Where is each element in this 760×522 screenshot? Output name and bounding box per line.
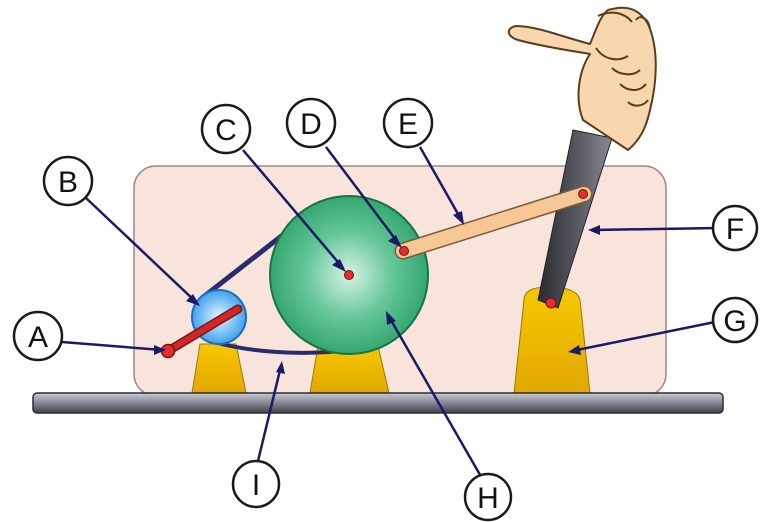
- label-g: G: [723, 305, 746, 338]
- callout-circle-g: [711, 296, 759, 344]
- callout-line-a: [61, 340, 163, 352]
- callout-line-d: [325, 146, 400, 245]
- belt-upper: [200, 232, 286, 300]
- callout-line-e: [418, 146, 464, 222]
- arrowhead-f: [588, 225, 600, 235]
- label-d: D: [300, 108, 322, 141]
- callout-line-f: [591, 226, 719, 232]
- callout-line-b: [85, 197, 197, 303]
- hand-illustration: [507, 6, 657, 151]
- label-c: C: [215, 114, 237, 147]
- callout-i: I: [231, 459, 281, 509]
- arrowhead-g: [568, 345, 581, 355]
- callout-d: D: [285, 97, 337, 149]
- label-i: I: [252, 469, 260, 502]
- label-f: F: [726, 213, 744, 246]
- callout-circle-a: [12, 310, 64, 362]
- callout-e: E: [382, 97, 434, 149]
- big-wheel-axle: [344, 270, 354, 280]
- callout-circle-d: [285, 97, 337, 149]
- callout-f: F: [711, 204, 759, 252]
- callout-line-i: [256, 365, 283, 462]
- callout-line-h: [386, 314, 485, 481]
- callout-b: B: [42, 155, 94, 207]
- callout-a: A: [12, 310, 64, 362]
- label-h: H: [477, 482, 499, 515]
- callout-h: H: [463, 472, 513, 522]
- callout-line-g: [571, 320, 716, 353]
- callout-circle-h: [463, 472, 513, 522]
- callout-lines: [61, 146, 719, 481]
- crank-handle-fill: [165, 306, 241, 354]
- callout-c: C: [200, 103, 252, 155]
- callout-line-c: [242, 149, 344, 269]
- label-e: E: [398, 108, 418, 141]
- rod-lever-pin: [578, 189, 588, 199]
- small-wheel-support: [191, 343, 247, 394]
- arrowhead-c: [332, 259, 346, 272]
- arrowhead-h: [386, 311, 396, 325]
- lever: [537, 129, 613, 309]
- arrowhead-e: [453, 211, 464, 225]
- arrowhead-b: [186, 294, 200, 306]
- callout-circle-e: [382, 97, 434, 149]
- arrowhead-a: [154, 345, 166, 355]
- callout-circle-c: [200, 103, 252, 155]
- label-b: B: [58, 166, 78, 199]
- lever-pivot-pin: [545, 297, 557, 309]
- connecting-rod: [394, 185, 593, 260]
- arrowhead-d: [388, 235, 402, 248]
- callout-g: G: [711, 296, 759, 344]
- arrowhead-i: [276, 361, 285, 374]
- rod-wheel-pin: [399, 246, 409, 256]
- callout-circle-b: [42, 155, 94, 207]
- callout-circle-f: [711, 204, 759, 252]
- callout-circle-i: [231, 459, 281, 509]
- label-a: A: [28, 321, 48, 354]
- base-bar: [32, 392, 724, 414]
